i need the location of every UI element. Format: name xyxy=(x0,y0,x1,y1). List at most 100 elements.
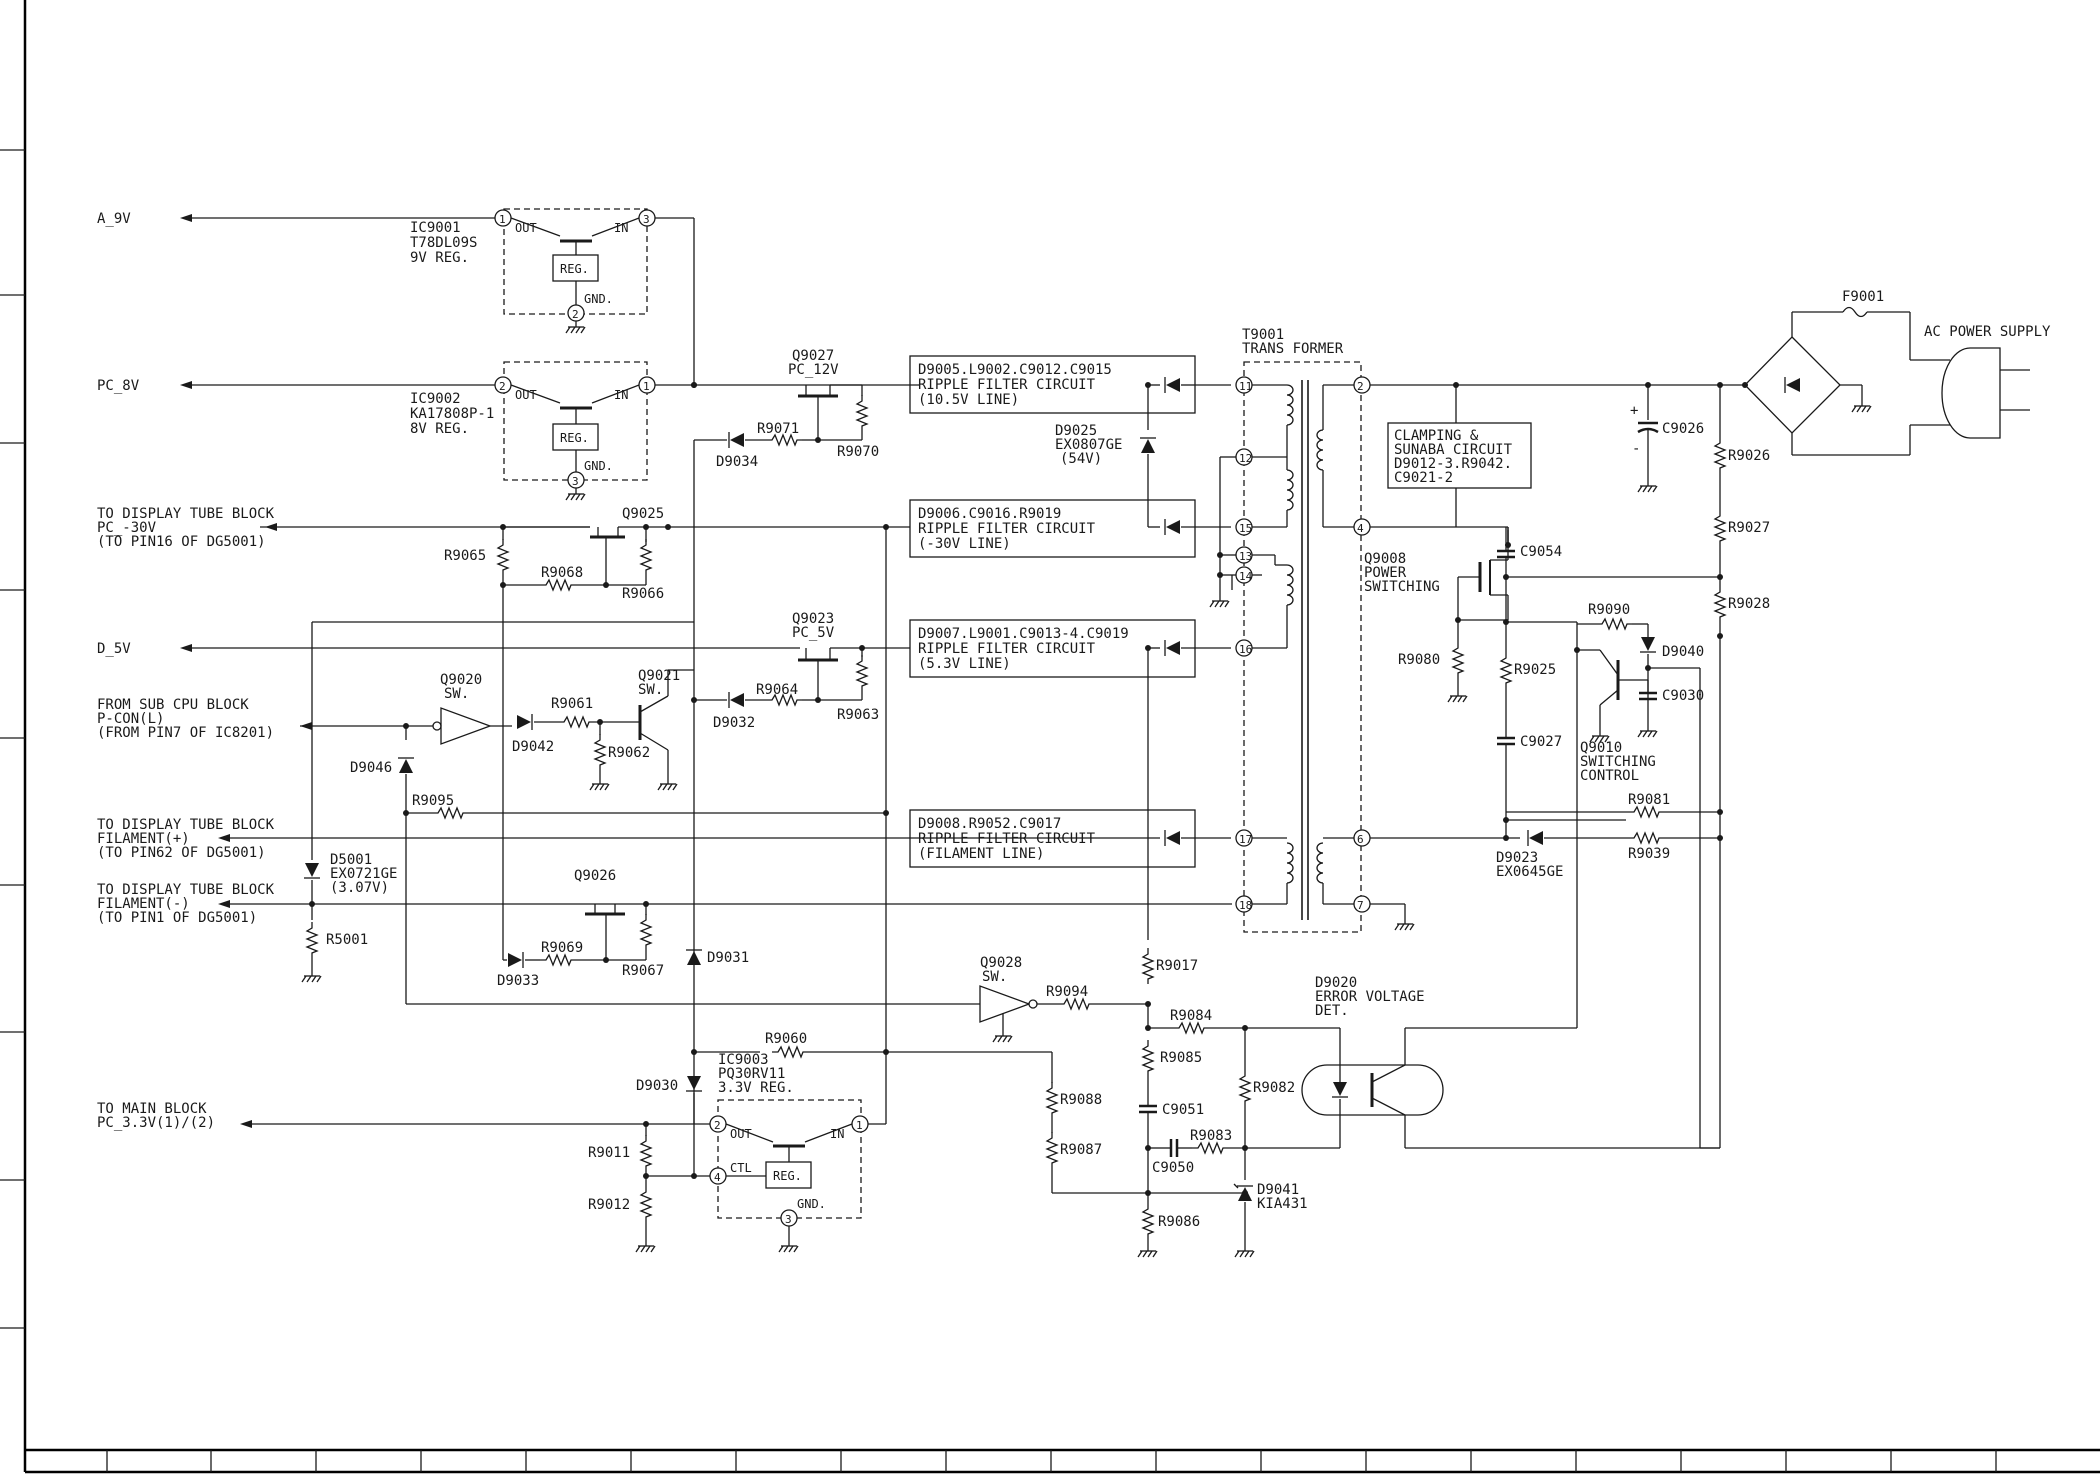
ic9002-desc: 8V REG. xyxy=(410,421,469,437)
svg-text:R9012: R9012 xyxy=(588,1197,630,1213)
connector-filament-plus: TO DISPLAY TUBE BLOCK FILAMENT(+) (TO PI… xyxy=(97,817,1160,861)
clamping-circuit-box: CLAMPING & SUNABA CIRCUIT D9012-3.R9042.… xyxy=(1387,422,1532,489)
svg-text:R9095: R9095 xyxy=(412,793,454,809)
svg-text:2: 2 xyxy=(714,1119,721,1132)
svg-text:D9042: D9042 xyxy=(512,739,554,755)
q9023-transistor: Q9023 PC_5V R9063 R9064 D9032 xyxy=(691,611,910,731)
connector-a9v: A_9V xyxy=(97,211,496,227)
ripple-filter-filament: D9008.R9052.C9017 RIPPLE FILTER CIRCUIT … xyxy=(909,809,1196,868)
q9021-transistor: Q9021 SW. xyxy=(638,668,694,791)
svg-text:RIPPLE FILTER CIRCUIT: RIPPLE FILTER CIRCUIT xyxy=(918,641,1096,657)
svg-text:GND.: GND. xyxy=(584,459,613,473)
svg-text:REG.: REG. xyxy=(560,431,589,445)
svg-text:R9017: R9017 xyxy=(1156,958,1198,974)
svg-text:C9026: C9026 xyxy=(1662,421,1704,437)
svg-text:3: 3 xyxy=(785,1213,792,1226)
ic9002-ref: IC9002 xyxy=(410,391,461,407)
label-d5v: D_5V xyxy=(97,641,131,657)
svg-text:D9005.L9002.C9012.C9015: D9005.L9002.C9012.C9015 xyxy=(918,362,1112,378)
svg-text:PC_12V: PC_12V xyxy=(788,362,839,378)
svg-text:D9033: D9033 xyxy=(497,973,539,989)
svg-text:R9083: R9083 xyxy=(1190,1128,1232,1144)
svg-text:16: 16 xyxy=(1239,643,1252,656)
svg-text:R9027: R9027 xyxy=(1728,520,1770,536)
label-to-display-2: TO DISPLAY TUBE BLOCK xyxy=(97,817,275,833)
svg-text:+: + xyxy=(1630,403,1638,419)
svg-text:D9008.R9052.C9017: D9008.R9052.C9017 xyxy=(918,816,1061,832)
svg-text:-: - xyxy=(1632,441,1640,457)
svg-text:C9054: C9054 xyxy=(1520,544,1562,560)
label-pc33v: PC_3.3V(1)/(2) xyxy=(97,1115,215,1131)
svg-text:SWITCHING: SWITCHING xyxy=(1580,754,1656,770)
svg-text:3.3V REG.: 3.3V REG. xyxy=(718,1080,794,1096)
svg-text:D9032: D9032 xyxy=(713,715,755,731)
svg-text:R9063: R9063 xyxy=(837,707,879,723)
svg-text:Q9021: Q9021 xyxy=(638,668,680,684)
svg-text:R9087: R9087 xyxy=(1060,1142,1102,1158)
svg-text:C9027: C9027 xyxy=(1520,734,1562,750)
ic9001-part: T78DL09S xyxy=(410,235,477,251)
svg-text:R9068: R9068 xyxy=(541,565,583,581)
svg-text:IC9003: IC9003 xyxy=(718,1052,769,1068)
svg-text:R9039: R9039 xyxy=(1628,846,1670,862)
svg-text:R9094: R9094 xyxy=(1046,984,1088,1000)
svg-text:SW.: SW. xyxy=(638,682,663,698)
svg-text:7: 7 xyxy=(1357,899,1364,912)
svg-text:(10.5V LINE): (10.5V LINE) xyxy=(918,392,1019,408)
svg-text:D9041: D9041 xyxy=(1257,1182,1299,1198)
t9001-transformer: T9001 TRANS FORMER 11 12 15 13 14 16 17 … xyxy=(1235,327,1371,933)
svg-text:R9011: R9011 xyxy=(588,1145,630,1161)
svg-text:D9006.C9016.R9019: D9006.C9016.R9019 xyxy=(918,506,1061,522)
svg-text:R9090: R9090 xyxy=(1588,602,1630,618)
svg-text:R9081: R9081 xyxy=(1628,792,1670,808)
svg-text:TRANS FORMER: TRANS FORMER xyxy=(1242,341,1344,357)
svg-text:3: 3 xyxy=(643,213,650,226)
svg-text:2: 2 xyxy=(499,380,506,393)
d9020-optocoupler: D9020 ERROR VOLTAGE DET. xyxy=(1245,975,1720,1149)
label-pin7: (FROM PIN7 OF IC8201) xyxy=(97,725,274,741)
ic9001-desc: 9V REG. xyxy=(410,250,469,266)
svg-text:6: 6 xyxy=(1357,833,1364,846)
ic9003-regulator: 2 1 4 3 OUT IN CTL GND. REG. IC9003 PQ30… xyxy=(709,1052,869,1253)
svg-text:D9023: D9023 xyxy=(1496,850,1538,866)
svg-text:R9080: R9080 xyxy=(1398,652,1440,668)
svg-text:Q9023: Q9023 xyxy=(792,611,834,627)
svg-text:PQ30RV11: PQ30RV11 xyxy=(718,1066,785,1082)
connector-pc33v: TO MAIN BLOCK PC_3.3V(1)/(2) xyxy=(97,1101,710,1131)
svg-text:D9025: D9025 xyxy=(1055,423,1097,439)
svg-text:D9012-3.R9042.: D9012-3.R9042. xyxy=(1394,456,1512,472)
connector-d5v: D_5V xyxy=(97,641,800,657)
svg-text:EX0807GE: EX0807GE xyxy=(1055,437,1122,453)
svg-text:PC_5V: PC_5V xyxy=(792,625,835,641)
label-pc-30v: PC_-30V xyxy=(97,520,157,536)
svg-text:Q9026: Q9026 xyxy=(574,868,616,884)
svg-text:R9069: R9069 xyxy=(541,940,583,956)
q9028-buffer: Q9028 SW. R9094 xyxy=(406,955,1151,1043)
svg-text:R9088: R9088 xyxy=(1060,1092,1102,1108)
svg-text:F9001: F9001 xyxy=(1842,289,1884,305)
svg-text:R9086: R9086 xyxy=(1158,1214,1200,1230)
svg-text:REG.: REG. xyxy=(560,262,589,276)
svg-text:R9060: R9060 xyxy=(765,1031,807,1047)
label-to-main: TO MAIN BLOCK xyxy=(97,1101,207,1117)
bridge-rectifier xyxy=(1742,311,1910,456)
svg-text:OUT: OUT xyxy=(730,1127,752,1141)
svg-text:Q9008: Q9008 xyxy=(1364,551,1406,567)
ic9001-ref: IC9001 xyxy=(410,220,461,236)
svg-text:15: 15 xyxy=(1239,522,1252,535)
svg-text:R9065: R9065 xyxy=(444,548,486,564)
svg-text:17: 17 xyxy=(1239,833,1252,846)
q9027-transistor: Q9027 PC_12V R9070 R9071 D9034 xyxy=(691,348,879,470)
label-a9v: A_9V xyxy=(97,211,131,227)
svg-text:D9031: D9031 xyxy=(707,950,749,966)
q9025-transistor: Q9025 R9066 xyxy=(590,506,671,602)
svg-text:EX0645GE: EX0645GE xyxy=(1496,864,1563,880)
svg-text:RIPPLE FILTER CIRCUIT: RIPPLE FILTER CIRCUIT xyxy=(918,831,1096,847)
svg-text:D5001: D5001 xyxy=(330,852,372,868)
svg-text:(54V): (54V) xyxy=(1060,451,1102,467)
svg-text:C9051: C9051 xyxy=(1162,1102,1204,1118)
svg-text:R9070: R9070 xyxy=(837,444,879,460)
svg-text:3: 3 xyxy=(572,475,579,488)
svg-text:DET.: DET. xyxy=(1315,1003,1349,1019)
